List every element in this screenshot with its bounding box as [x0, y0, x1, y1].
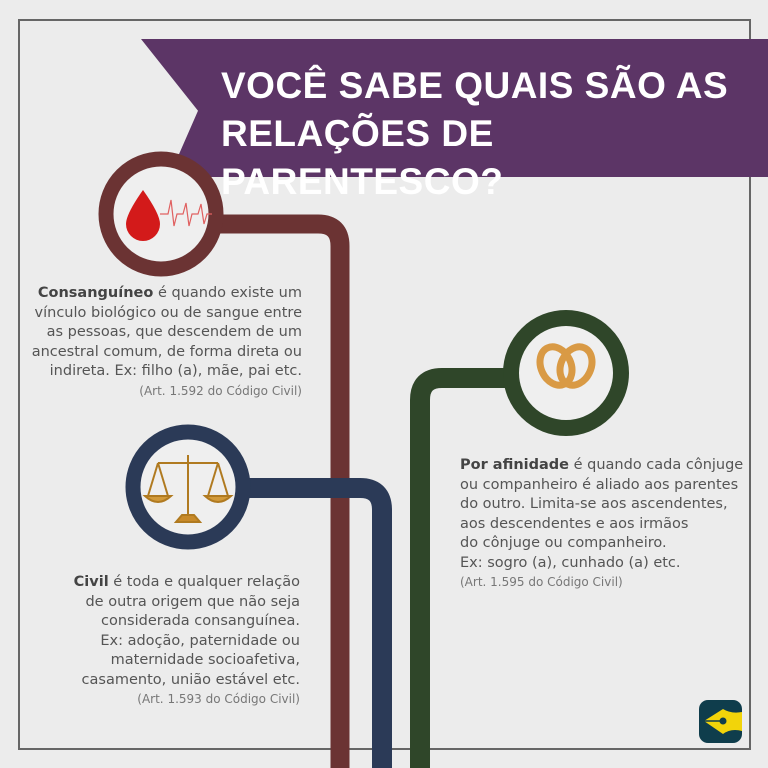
- civil-pipe: [240, 478, 392, 768]
- consanguineo-text: Consanguíneo é quando existe um vínculo …: [31, 285, 302, 398]
- fountain-pen-nib-icon: [704, 709, 742, 734]
- wedding-rings-icon: [536, 343, 596, 389]
- title-banner: [141, 39, 768, 177]
- afinidade-pipe: [410, 368, 515, 768]
- logo: [699, 700, 742, 743]
- blood-drop-heartbeat-icon: [126, 190, 212, 241]
- page-title: VOCÊ SABE QUAIS SÃO AS RELAÇÕES DE PAREN…: [221, 65, 729, 202]
- consanguineo-pipe: [215, 214, 350, 768]
- civil-text: Civil é toda e qualquer relação de outra…: [73, 574, 300, 706]
- afinidade-ring: [503, 310, 629, 436]
- scales-of-justice-icon: [142, 455, 234, 523]
- afinidade-text: Por afinidade é quando cada cônjuge ou c…: [460, 457, 744, 589]
